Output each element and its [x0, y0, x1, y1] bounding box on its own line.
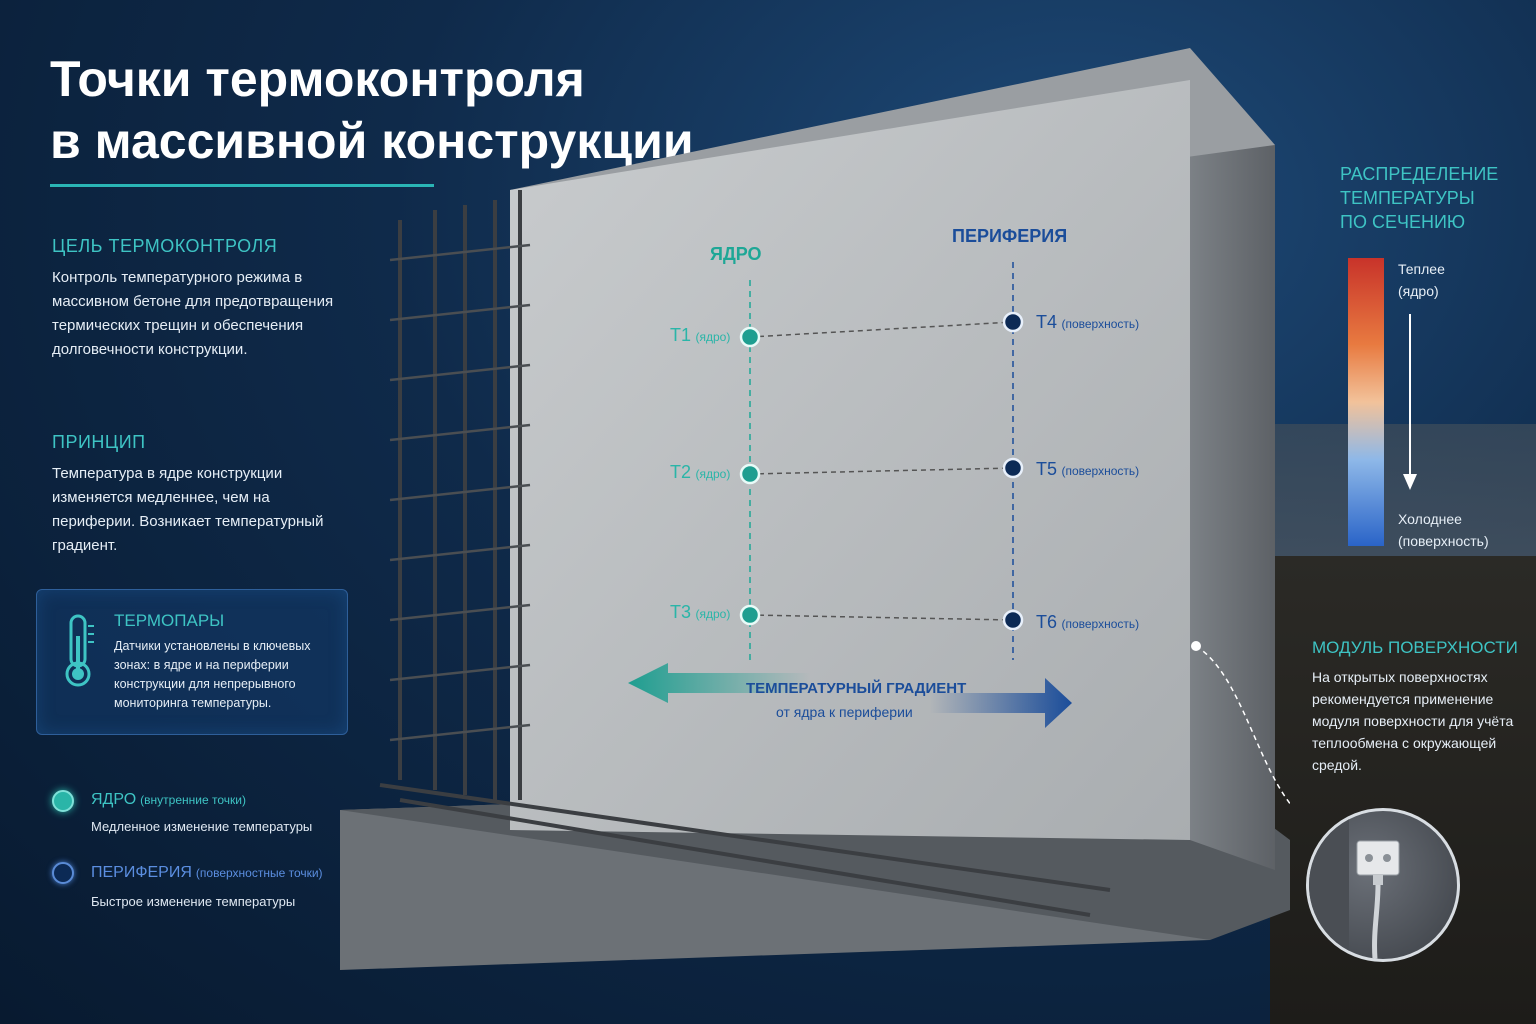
label-T5-sub: (поверхность) — [1061, 464, 1140, 478]
label-T4: T4 (поверхность) — [1036, 312, 1139, 333]
cold-label-sub: (поверхность) — [1398, 533, 1489, 549]
label-T3: T3 (ядро) — [670, 602, 730, 623]
background-building — [1270, 424, 1536, 564]
label-T1-sub: (ядро) — [695, 330, 731, 344]
periphery-point-T4 — [1002, 311, 1024, 333]
warm-label-text: Теплее — [1398, 261, 1445, 277]
legend-core-name: ЯДРО(внутренние точки) — [91, 791, 246, 809]
periphery-point-T6 — [1002, 609, 1024, 631]
distribution-heading-line-2: ТЕМПЕРАТУРЫ — [1340, 188, 1475, 208]
thermometer-icon — [65, 614, 94, 687]
core-point-T1 — [739, 326, 761, 348]
legend-periphery-title: ПЕРИФЕРИЯ — [91, 864, 192, 881]
concrete-wall-illustration — [340, 48, 1290, 970]
legend-core-title: ЯДРО — [91, 791, 137, 808]
legend-core-sub: (внутренние точки) — [140, 793, 246, 807]
legend-periphery-sub: (поверхностные точки) — [195, 866, 323, 880]
label-T2: T2 (ядро) — [670, 462, 730, 483]
core-point-T2 — [739, 463, 761, 485]
label-T5-id: T5 — [1036, 459, 1058, 479]
thermocouples-heading: ТЕРМОПАРЫ — [114, 611, 225, 630]
label-T6-id: T6 — [1036, 612, 1058, 632]
temperature-gradient-bar — [1348, 258, 1384, 546]
cold-label-text: Холоднее — [1398, 511, 1462, 527]
surface-module-zoom — [1306, 808, 1460, 962]
legend-periphery-marker — [52, 862, 74, 884]
cold-label: Холоднее (поверхность) — [1398, 508, 1489, 552]
title-underline — [50, 184, 434, 187]
periphery-point-T5 — [1002, 457, 1024, 479]
principle-text: Температура в ядре конструкции изменяетс… — [52, 465, 324, 554]
surface-module-heading: МОДУЛЬ ПОВЕРХНОСТИ — [1312, 638, 1518, 657]
label-T4-id: T4 — [1036, 312, 1058, 332]
sensor-module-icon — [1309, 811, 1400, 959]
legend-periphery-desc: Быстрое изменение температуры — [91, 894, 296, 909]
page-title: Точки термоконтроля в массивной конструк… — [50, 48, 770, 172]
label-T3-sub: (ядро) — [695, 607, 731, 621]
label-T4-sub: (поверхность) — [1061, 317, 1140, 331]
wall-front-face — [510, 80, 1190, 840]
warm-label-sub: (ядро) — [1398, 283, 1439, 299]
title-line-1: Точки термоконтроля — [50, 51, 585, 107]
legend-core-marker — [52, 790, 74, 812]
label-T5: T5 (поверхность) — [1036, 459, 1139, 480]
label-T2-sub: (ядро) — [695, 467, 731, 481]
title-line-2: в массивной конструкции — [50, 113, 694, 169]
thermocouples-text: Датчики установлены в ключевых зонах: в … — [114, 639, 311, 710]
gradient-arrow-left — [628, 663, 810, 703]
core-column-header: ЯДРО — [710, 244, 762, 264]
goal-heading: ЦЕЛЬ ТЕРМОКОНТРОЛЯ — [52, 236, 278, 256]
label-T6-sub: (поверхность) — [1061, 617, 1140, 631]
core-point-T3 — [739, 604, 761, 626]
gradient-sublabel: от ядра к периферии — [776, 704, 913, 720]
warm-label: Теплее (ядро) — [1398, 258, 1445, 302]
legend-core-desc: Медленное изменение температуры — [91, 819, 313, 834]
legend-periphery-name: ПЕРИФЕРИЯ(поверхностные точки) — [91, 864, 323, 882]
label-T1: T1 (ядро) — [670, 325, 730, 346]
periphery-column-header: ПЕРИФЕРИЯ — [952, 226, 1068, 246]
surface-module-text: На открытых поверхностях рекомендуется п… — [1312, 669, 1514, 773]
label-T6: T6 (поверхность) — [1036, 612, 1139, 633]
arrow-down-icon — [1403, 314, 1417, 490]
distribution-heading-line-1: РАСПРЕДЕЛЕНИЕ — [1340, 164, 1499, 184]
wall-side-face — [1190, 80, 1275, 870]
distribution-heading: РАСПРЕДЕЛЕНИЕ ТЕМПЕРАТУРЫ ПО СЕЧЕНИЮ — [1340, 162, 1520, 234]
label-T1-id: T1 — [670, 325, 692, 345]
label-T3-id: T3 — [670, 602, 692, 622]
thermocouples-card — [36, 589, 348, 735]
label-T2-id: T2 — [670, 462, 692, 482]
distribution-heading-line-3: ПО СЕЧЕНИЮ — [1340, 212, 1466, 232]
gradient-arrow-right — [930, 678, 1072, 728]
goal-text: Контроль температурного режима в массивн… — [52, 269, 334, 358]
principle-heading: ПРИНЦИП — [52, 432, 146, 452]
gradient-label: ТЕМПЕРАТУРНЫЙ ГРАДИЕНТ — [746, 680, 967, 697]
